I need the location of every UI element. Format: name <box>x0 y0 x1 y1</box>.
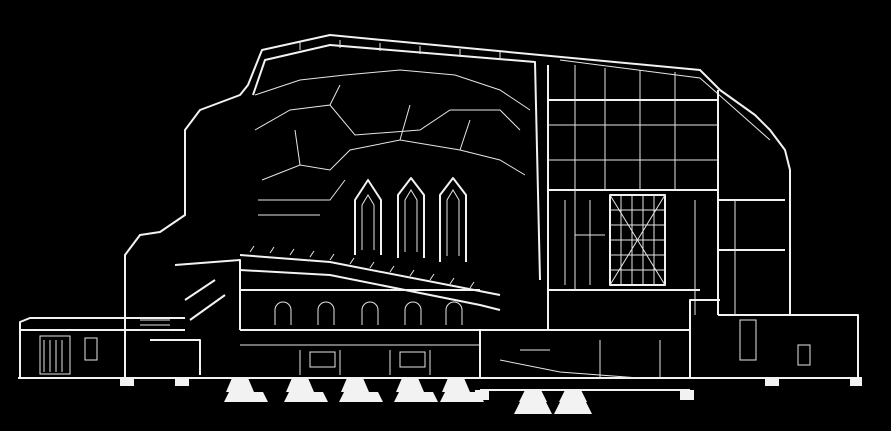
auditorium-windows <box>354 177 467 262</box>
foundations <box>120 378 862 414</box>
roof-ribs <box>299 40 771 141</box>
entrance-stairs <box>140 259 241 375</box>
stage-tower <box>547 65 719 330</box>
left-annex <box>19 317 185 378</box>
auditorium-vault <box>254 69 531 216</box>
auditorium-seating <box>239 245 501 311</box>
right-wing <box>694 199 811 366</box>
ground-line <box>18 377 862 391</box>
lower-arcade <box>240 289 540 375</box>
building-outline <box>124 34 859 380</box>
basement <box>479 299 720 379</box>
